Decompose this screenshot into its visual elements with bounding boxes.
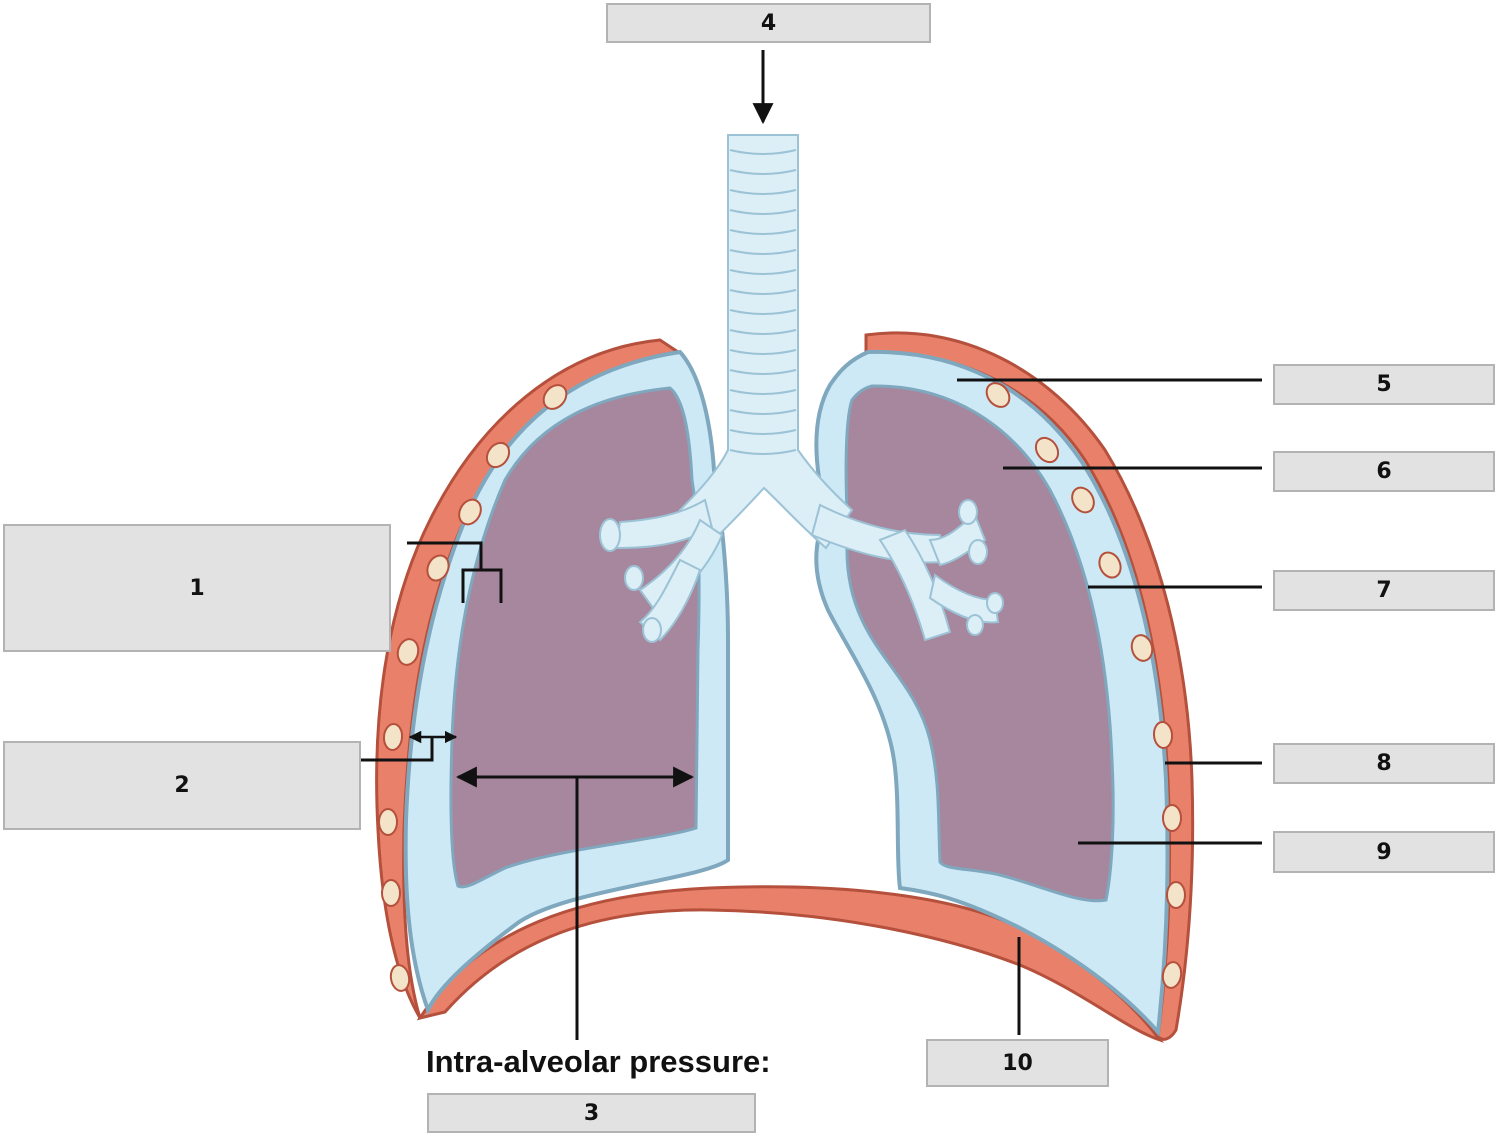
label-box-8[interactable]: 8	[1273, 743, 1495, 784]
label-box-6[interactable]: 6	[1273, 451, 1495, 492]
leader-2	[360, 737, 434, 762]
left-ribs	[378, 384, 568, 992]
label-box-5[interactable]: 5	[1273, 364, 1495, 405]
label-box-10[interactable]: 10	[926, 1039, 1109, 1087]
left-bronchus	[599, 498, 724, 643]
label-box-9[interactable]: 9	[1273, 831, 1495, 873]
leader-lines	[360, 50, 1262, 1040]
intra-alveolar-pressure-caption: Intra-alveolar pressure:	[426, 1044, 771, 1079]
label-box-3[interactable]: 3	[427, 1093, 756, 1133]
label-box-7[interactable]: 7	[1273, 570, 1495, 611]
label-box-2[interactable]: 2	[3, 741, 361, 830]
leader-1	[407, 541, 483, 570]
label-box-4[interactable]: 4	[606, 3, 931, 43]
trachea	[678, 134, 854, 550]
right-bronchus	[810, 499, 1004, 642]
label-box-1[interactable]: 1	[3, 524, 391, 652]
bracket-1	[461, 568, 503, 603]
right-ribs	[985, 382, 1186, 989]
